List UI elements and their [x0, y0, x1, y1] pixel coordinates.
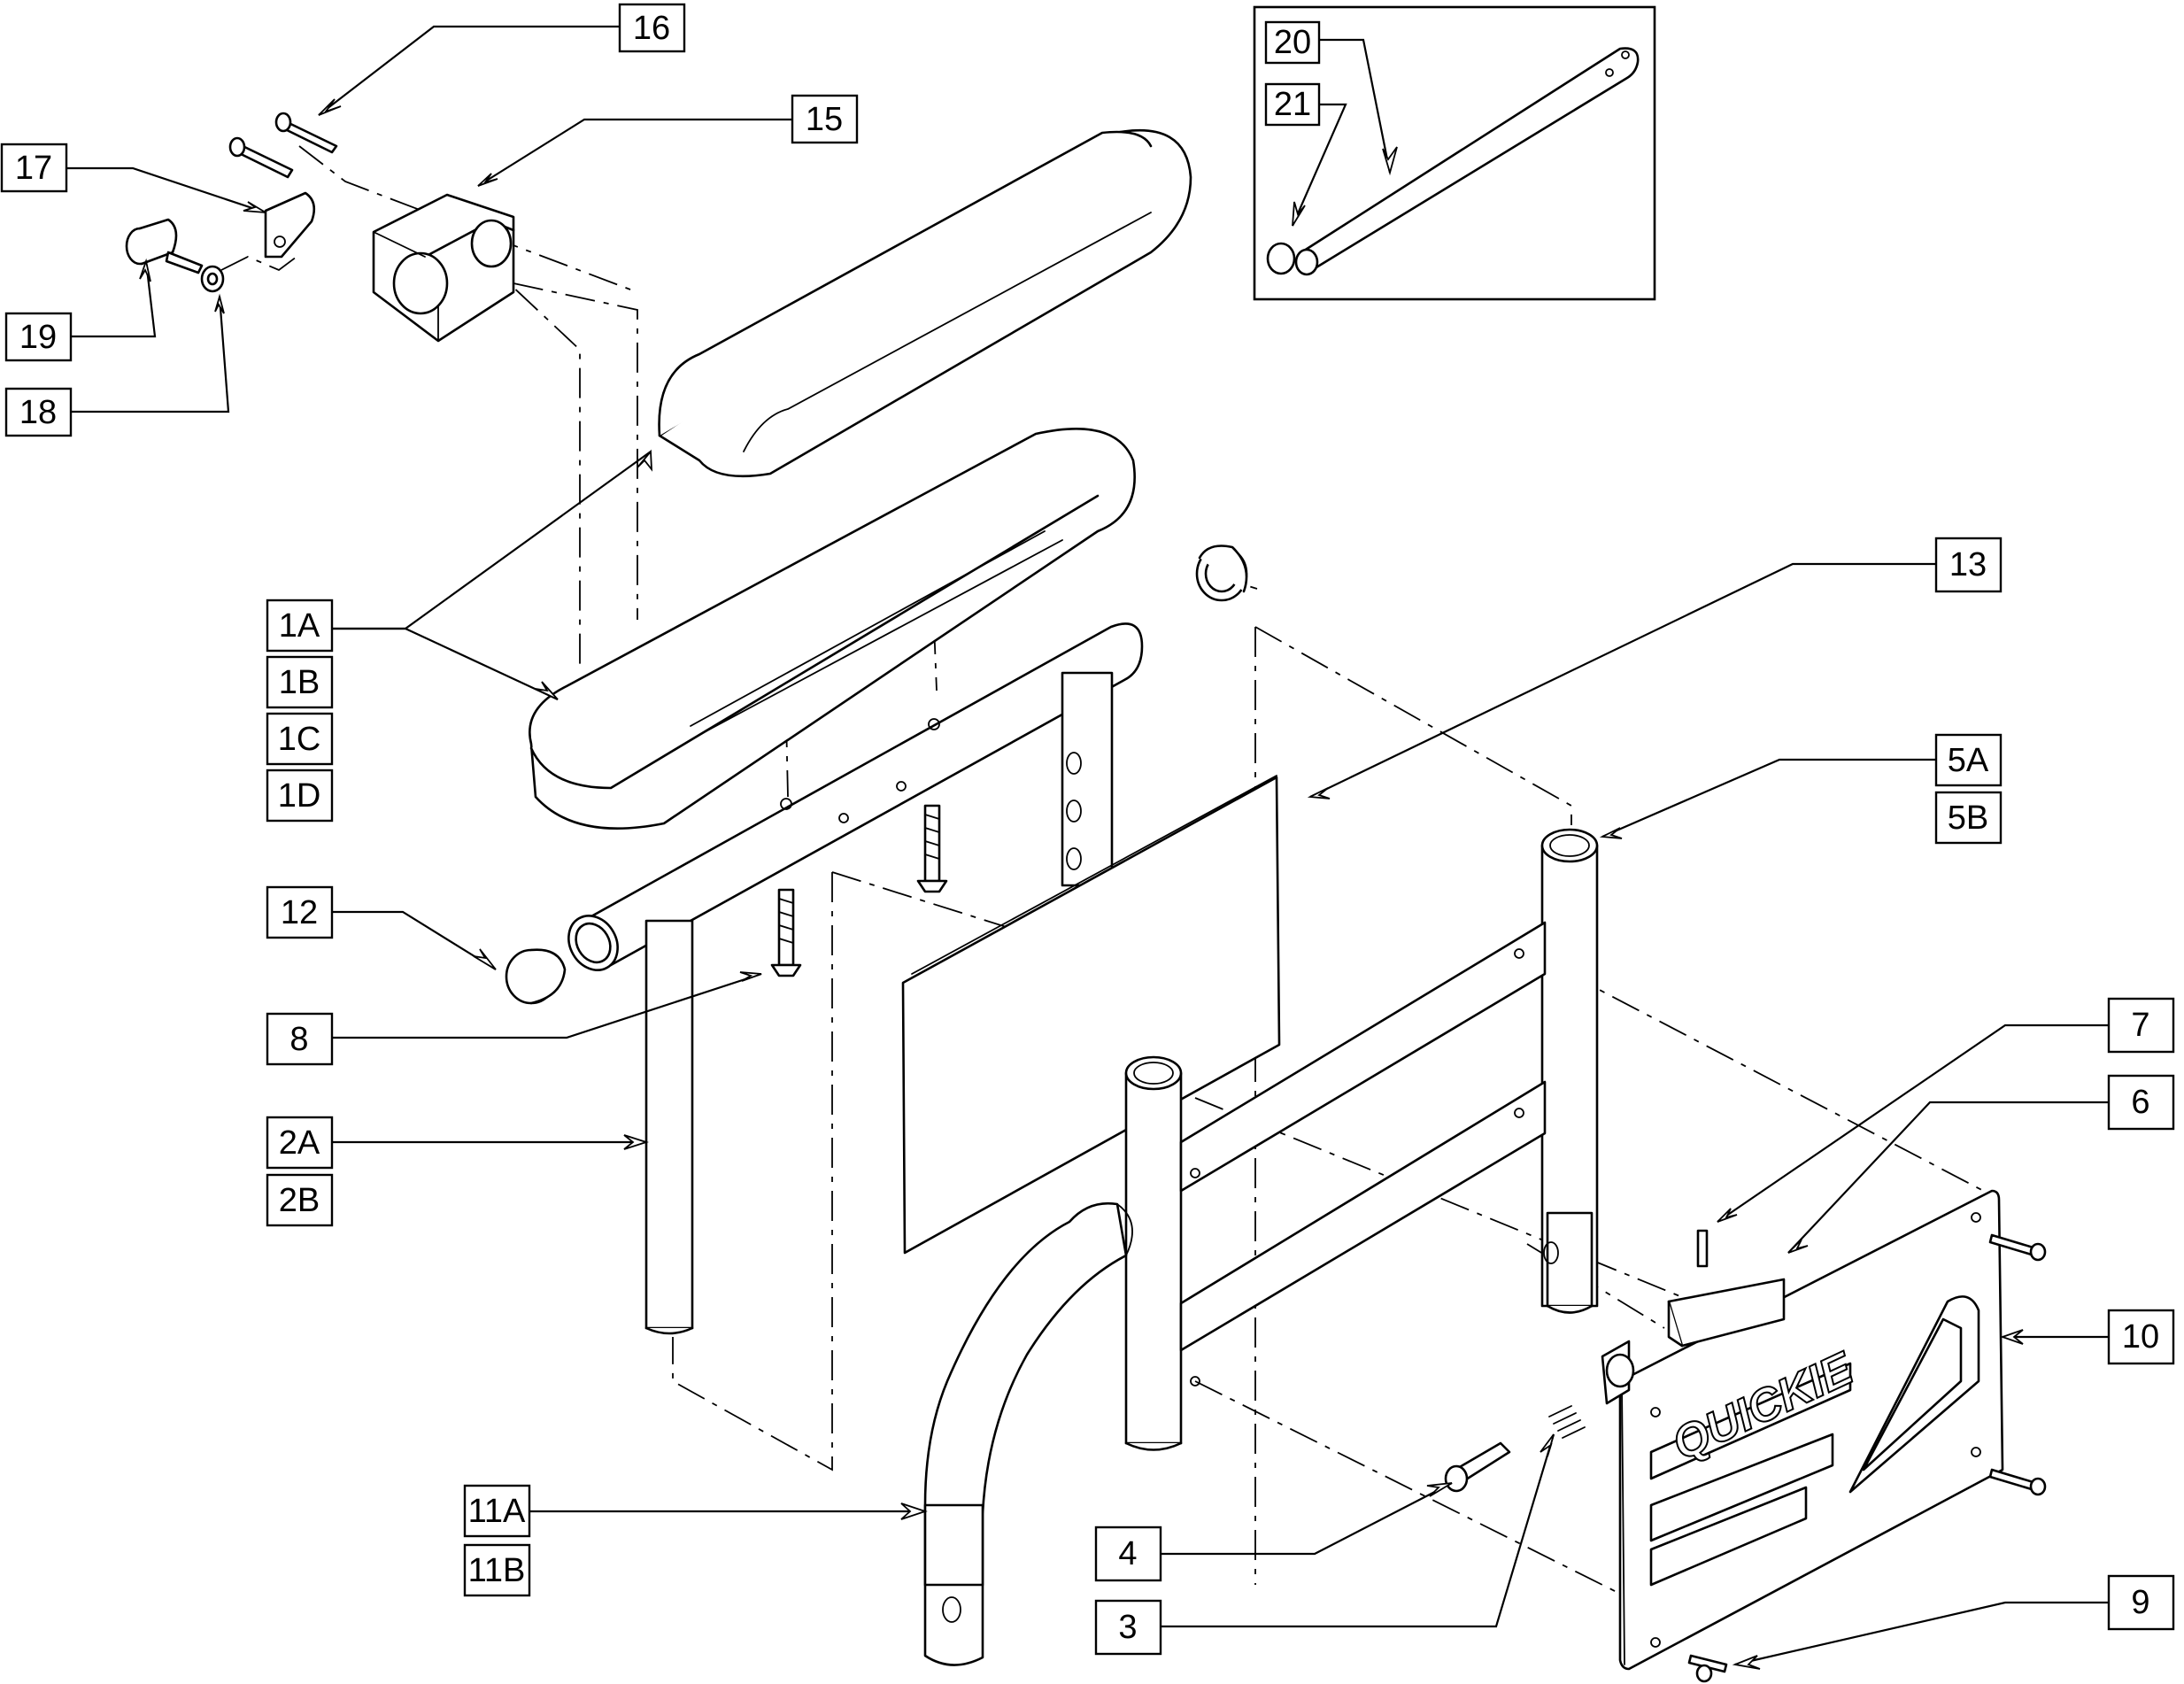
- screw-8-right: [916, 804, 948, 893]
- armrest-pad-lower: [529, 428, 1136, 830]
- callout-labels: 16 15 17 19 18 20 21 1A: [0, 3, 2175, 1656]
- pin-7: [1696, 1229, 1709, 1268]
- callout-19: 19: [4, 312, 73, 362]
- pin-4: [1444, 1441, 1511, 1493]
- arm-front-post: [644, 919, 694, 1335]
- callout-18: 18: [4, 387, 73, 437]
- callout-17: 17: [0, 143, 68, 193]
- svg-text:12: 12: [281, 894, 318, 931]
- latch-bracket-17: [264, 191, 316, 259]
- arm-horizontal-tube: [567, 622, 1144, 971]
- svg-text:6: 6: [2131, 1084, 2149, 1121]
- inset-box: [1253, 5, 1656, 301]
- callout-1A: 1A: [266, 599, 334, 653]
- callout-21: 21: [1264, 82, 1321, 127]
- callout-2A: 2A: [266, 1116, 334, 1170]
- callout-13: 13: [1934, 537, 2003, 593]
- callout-8: 8: [266, 1012, 334, 1066]
- callout-7: 7: [2107, 997, 2175, 1054]
- callout-20: 20: [1264, 20, 1321, 65]
- callout-11B: 11B: [463, 1543, 531, 1597]
- callout-15: 15: [791, 94, 859, 144]
- side-frame-11: [923, 921, 1547, 1666]
- arm-rear-post: [1061, 671, 1114, 887]
- bolt-16: [274, 112, 338, 154]
- svg-text:20: 20: [1274, 24, 1311, 61]
- svg-text:4: 4: [1118, 1535, 1137, 1572]
- callout-1B: 1B: [266, 655, 334, 709]
- arm-clamp-block: [372, 193, 515, 343]
- svg-text:21: 21: [1274, 86, 1311, 123]
- svg-text:1A: 1A: [279, 607, 320, 645]
- svg-text:8: 8: [289, 1021, 308, 1058]
- callout-11A: 11A: [463, 1484, 531, 1538]
- plunger-19: [125, 218, 204, 274]
- svg-text:10: 10: [2122, 1318, 2159, 1356]
- svg-text:11A: 11A: [468, 1493, 526, 1530]
- callout-12: 12: [266, 885, 334, 939]
- svg-text:2A: 2A: [279, 1124, 320, 1162]
- svg-text:3: 3: [1118, 1609, 1137, 1646]
- end-cap-rear: [1195, 545, 1248, 602]
- svg-text:1C: 1C: [278, 721, 321, 758]
- svg-text:1B: 1B: [279, 664, 320, 701]
- screw-8-left: [770, 888, 802, 977]
- end-cap-front: [505, 948, 567, 1005]
- hinge-barrel: [1601, 1340, 1635, 1405]
- callout-5A: 5A: [1934, 733, 2003, 787]
- armrest-pad-upper: [658, 128, 1192, 478]
- svg-text:11B: 11B: [468, 1552, 526, 1589]
- leader-arrowheads: [139, 98, 2024, 1670]
- svg-text:19: 19: [19, 319, 57, 356]
- bolt-17a: [228, 136, 294, 179]
- callout-6: 6: [2107, 1074, 2175, 1131]
- callout-9: 9: [2107, 1574, 2175, 1631]
- leader-lines: [66, 25, 2109, 1666]
- svg-text:7: 7: [2131, 1007, 2149, 1044]
- svg-text:16: 16: [633, 10, 670, 47]
- callout-3: 3: [1094, 1599, 1162, 1656]
- callout-4: 4: [1094, 1526, 1162, 1582]
- screw-9-mid: [1988, 1468, 2047, 1496]
- callout-1C: 1C: [266, 712, 334, 766]
- svg-text:15: 15: [806, 101, 843, 138]
- callout-16: 16: [618, 3, 686, 53]
- callout-1D: 1D: [266, 769, 334, 823]
- side-panel-10: QUICKIE: [1618, 1189, 2004, 1671]
- hinge-clip-6: [1667, 1278, 1786, 1348]
- svg-text:18: 18: [19, 394, 57, 431]
- svg-text:13: 13: [1949, 546, 1987, 583]
- callout-10: 10: [2107, 1309, 2175, 1365]
- svg-text:5A: 5A: [1948, 742, 1989, 779]
- screw-9-bottom: [1687, 1654, 1728, 1683]
- callout-5B: 5B: [1934, 791, 2003, 845]
- arm-panel-13: [901, 775, 1281, 1255]
- spring-3: [1548, 1405, 1586, 1439]
- callout-2B: 2B: [266, 1173, 334, 1227]
- svg-text:5B: 5B: [1948, 800, 1988, 837]
- washer-18: [200, 265, 225, 293]
- svg-text:17: 17: [15, 150, 52, 187]
- svg-text:9: 9: [2131, 1584, 2149, 1621]
- rear-post-5: [1540, 828, 1599, 1314]
- svg-text:2B: 2B: [279, 1182, 320, 1219]
- screw-9-top: [1988, 1233, 2047, 1262]
- svg-text:1D: 1D: [278, 777, 321, 815]
